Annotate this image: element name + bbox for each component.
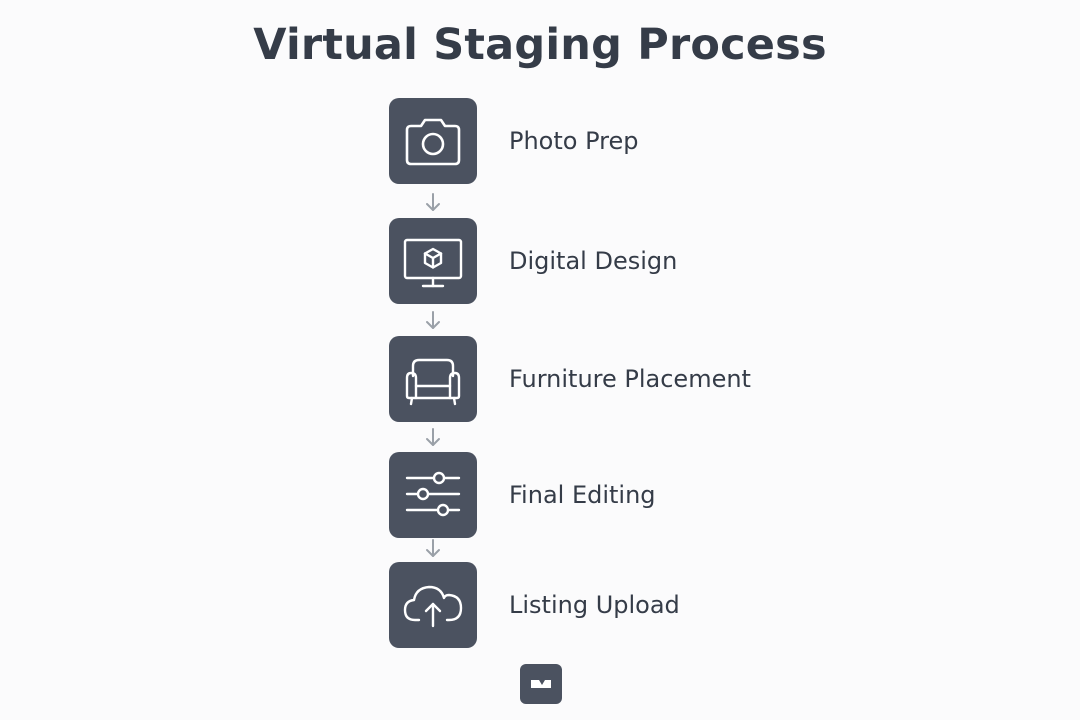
step-icon-tile bbox=[389, 98, 477, 184]
step-icon-tile bbox=[389, 336, 477, 422]
monitor-cube-icon bbox=[403, 238, 463, 288]
page-title: Virtual Staging Process bbox=[253, 20, 827, 70]
step-label: Photo Prep bbox=[509, 127, 639, 155]
step-photo-prep: Photo Prep bbox=[389, 98, 889, 186]
step-label: Listing Upload bbox=[509, 591, 680, 619]
down-arrow-icon bbox=[426, 311, 440, 329]
camera-icon bbox=[405, 118, 461, 166]
step-final-editing: Final Editing bbox=[389, 452, 889, 540]
step-label: Digital Design bbox=[509, 247, 678, 275]
brand-logo-icon bbox=[531, 680, 551, 688]
step-listing-upload: Listing Upload bbox=[389, 562, 889, 650]
cloud-upload-icon bbox=[403, 585, 463, 628]
step-label: Final Editing bbox=[509, 481, 656, 509]
step-icon-tile bbox=[389, 452, 477, 538]
brand-logo bbox=[520, 664, 562, 704]
down-arrow-icon bbox=[426, 428, 440, 446]
armchair-icon bbox=[405, 358, 461, 406]
sliders-icon bbox=[405, 471, 461, 517]
step-icon-tile bbox=[389, 218, 477, 304]
step-digital-design: Digital Design bbox=[389, 218, 889, 306]
step-label: Furniture Placement bbox=[509, 365, 751, 393]
down-arrow-icon bbox=[426, 193, 440, 211]
step-furniture-placement: Furniture Placement bbox=[389, 336, 889, 424]
down-arrow-icon bbox=[426, 539, 440, 557]
step-icon-tile bbox=[389, 562, 477, 648]
